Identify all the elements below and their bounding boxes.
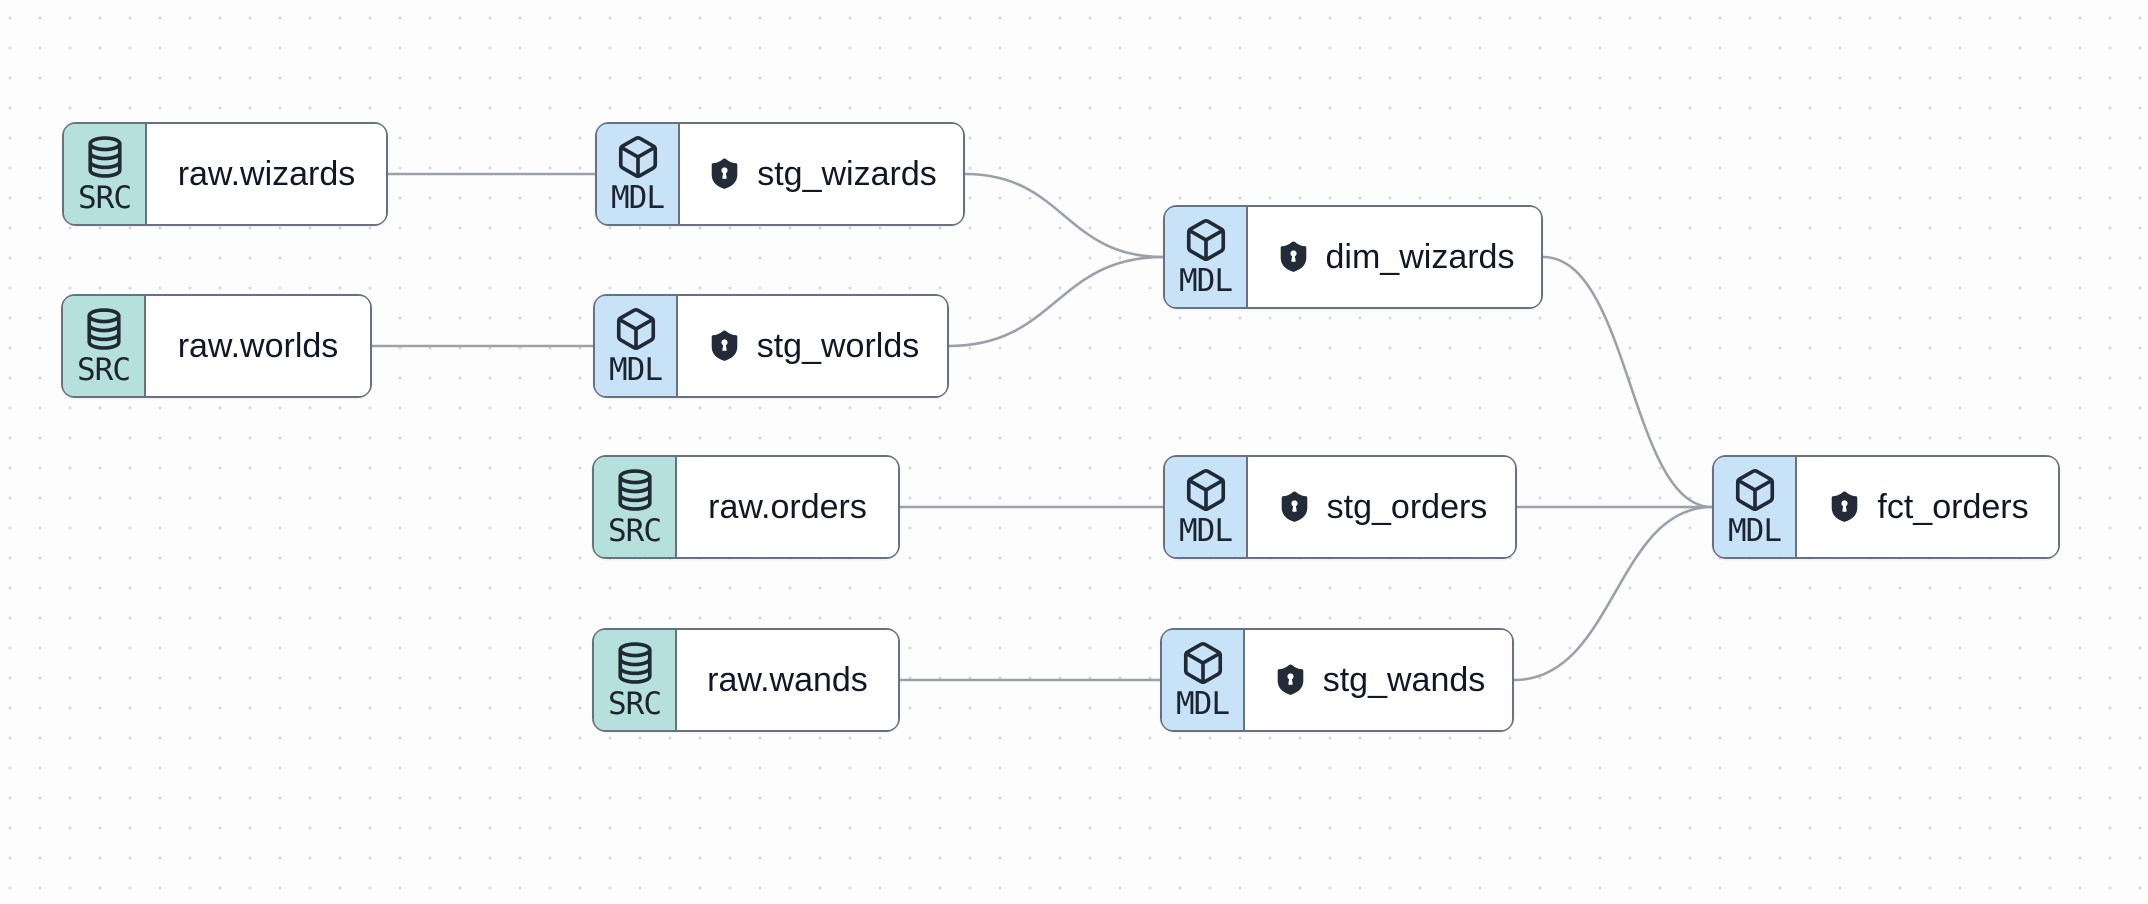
database-icon [612,640,658,686]
badge-label: MDL [1179,263,1233,299]
database-icon [82,134,128,180]
shield-lock-icon [1275,239,1312,276]
badge-label: SRC [78,180,132,216]
badge-label: MDL [609,352,663,388]
model-badge: MDL [1162,630,1245,730]
cube-icon [613,306,659,352]
edge-stg-wands-to-fct-orders [1513,505,1713,682]
node-fct-orders[interactable]: MDL fct_orders [1712,455,2060,559]
cube-icon [1183,217,1229,263]
source-badge: SRC [64,124,147,224]
badge-label: SRC [608,513,662,549]
node-label: raw.orders [708,487,867,526]
source-badge: SRC [63,296,146,396]
node-dim-wizards[interactable]: MDL dim_wizards [1163,205,1543,309]
cube-icon [1180,640,1226,686]
cube-icon [1732,467,1778,513]
node-raw-orders[interactable]: SRC raw.orders [592,455,900,559]
node-body: stg_wizards [680,124,963,224]
node-raw-wands[interactable]: SRC raw.wands [592,628,900,732]
node-label: raw.wands [707,660,868,699]
node-label: stg_wands [1322,660,1486,699]
node-label: fct_orders [1877,487,2029,526]
source-badge: SRC [594,457,677,557]
badge-label: SRC [77,352,131,388]
node-raw-worlds[interactable]: SRC raw.worlds [61,294,372,398]
node-body: fct_orders [1797,457,2058,557]
model-badge: MDL [1165,207,1248,307]
node-body: raw.wands [677,630,898,730]
shield-lock-icon [1826,489,1863,526]
node-label: stg_orders [1326,487,1488,526]
model-badge: MDL [1165,457,1248,557]
edge-stg-worlds-to-dim-wizards [948,255,1164,348]
cube-icon [615,134,661,180]
badge-label: MDL [1728,513,1782,549]
node-stg-orders[interactable]: MDL stg_orders [1163,455,1517,559]
cube-icon [1183,467,1229,513]
badge-label: MDL [1179,513,1233,549]
node-label: raw.wizards [177,154,356,193]
edge-stg-wizards-to-dim-wizards [964,172,1164,259]
node-label: dim_wizards [1325,237,1515,276]
node-body: stg_wands [1245,630,1512,730]
shield-lock-icon [1276,489,1313,526]
node-stg-wizards[interactable]: MDL stg_wizards [595,122,965,226]
badge-label: MDL [1176,686,1230,722]
badge-label: MDL [611,180,665,216]
shield-lock-icon [706,328,743,365]
edge-dim-wizards-to-fct-orders [1542,255,1713,509]
database-icon [612,467,658,513]
node-raw-wizards[interactable]: SRC raw.wizards [62,122,388,226]
model-badge: MDL [1714,457,1797,557]
node-label: stg_worlds [756,326,920,365]
node-body: stg_worlds [678,296,947,396]
model-badge: MDL [597,124,680,224]
node-stg-wands[interactable]: MDL stg_wands [1160,628,1514,732]
model-badge: MDL [595,296,678,396]
database-icon [81,306,127,352]
source-badge: SRC [594,630,677,730]
node-label: raw.worlds [177,326,339,365]
badge-label: SRC [608,686,662,722]
node-stg-worlds[interactable]: MDL stg_worlds [593,294,949,398]
node-body: raw.worlds [146,296,370,396]
node-body: stg_orders [1248,457,1515,557]
node-body: raw.wizards [147,124,386,224]
shield-lock-icon [1272,662,1309,699]
node-body: dim_wizards [1248,207,1541,307]
shield-lock-icon [706,156,743,193]
node-label: stg_wizards [757,154,937,193]
node-body: raw.orders [677,457,898,557]
